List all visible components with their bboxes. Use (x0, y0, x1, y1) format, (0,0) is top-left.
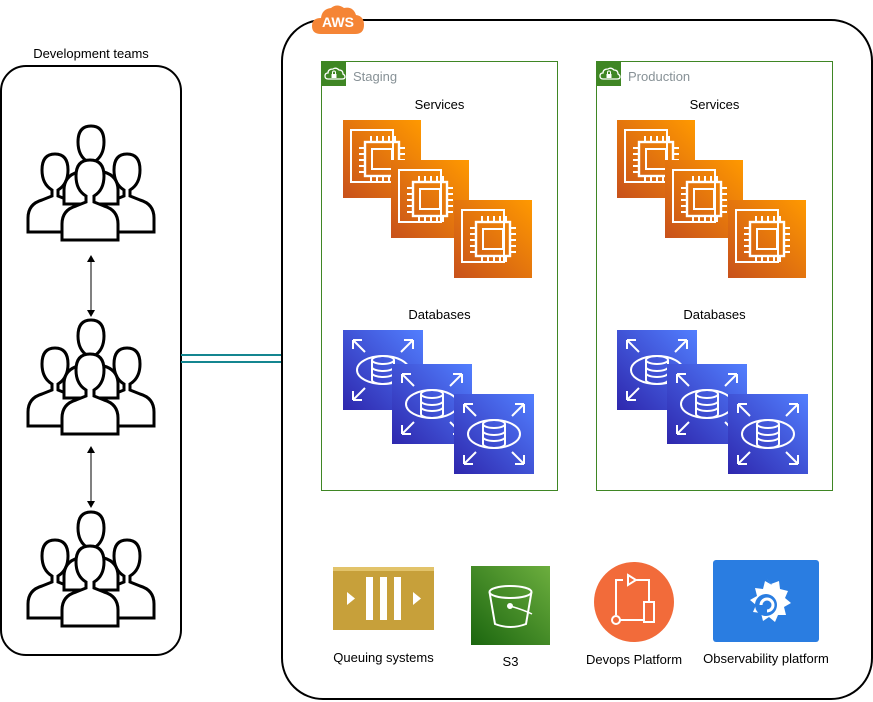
team-icon-2 (22, 316, 162, 436)
team-icon-3 (22, 508, 162, 628)
cloud-lock-icon (322, 62, 346, 86)
team-link-arrow-2 (87, 446, 95, 508)
staging-services-label: Services (414, 97, 465, 112)
observability-platform-label: Observability platform (703, 651, 829, 666)
sqs-queue-icon (333, 567, 434, 630)
rds-database-icon (728, 394, 808, 474)
staging-databases-label: Databases (408, 307, 471, 322)
teams-aws-connector (181, 354, 283, 363)
production-databases-label: Databases (683, 307, 746, 322)
rds-database-icon (454, 394, 534, 474)
s3-bucket-icon (471, 566, 550, 645)
staging-title: Staging (353, 69, 398, 84)
aws-badge-label: AWS (322, 14, 354, 30)
ec2-instance-icon (454, 200, 532, 278)
team-link-arrow-1 (87, 255, 95, 317)
queuing-systems-label: Queuing systems (333, 650, 434, 665)
grafana-icon (713, 560, 819, 642)
aws-cloud-icon (312, 5, 364, 34)
cloud-lock-icon (597, 62, 621, 86)
dev-teams-title: Development teams (33, 46, 149, 61)
s3-label: S3 (502, 654, 519, 669)
ec2-instance-icon (728, 200, 806, 278)
devops-pipeline-icon (594, 562, 674, 642)
production-title: Production (628, 69, 691, 84)
team-icon-1 (22, 122, 162, 242)
aws-cloud-badge: AWS (311, 4, 365, 38)
production-services-label: Services (689, 97, 740, 112)
devops-platform-label: Devops Platform (585, 652, 683, 667)
